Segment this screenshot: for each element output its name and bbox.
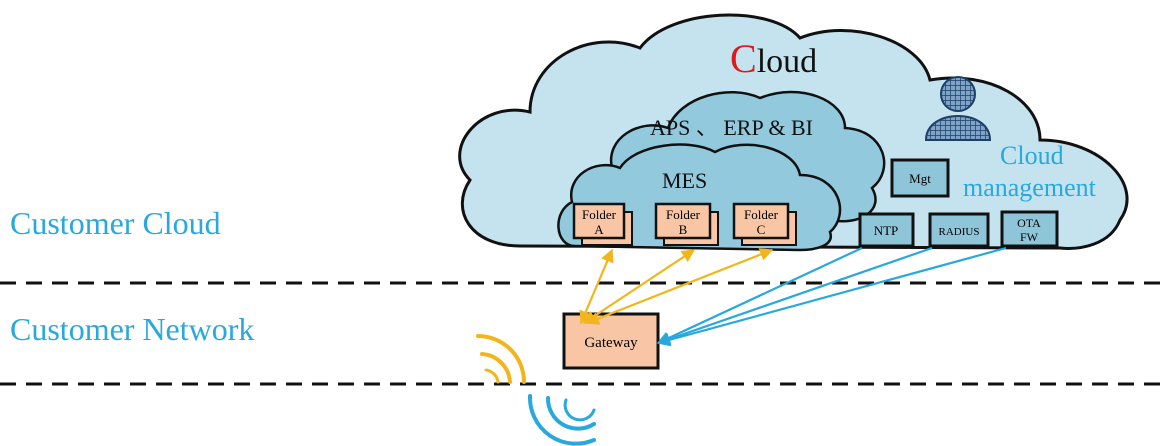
- customer-network-label: Customer Network: [10, 311, 254, 347]
- fw-label: FW: [1020, 230, 1039, 244]
- folder-a-line2: A: [594, 222, 604, 237]
- ota-fw-box-frame: [1000, 210, 1059, 248]
- gateway-box: Gateway: [562, 312, 660, 370]
- cloud-management-line1: Cloud: [1000, 141, 1064, 170]
- arrow-radius-gateway: [656, 246, 933, 346]
- folder-c: Folder C: [732, 202, 797, 246]
- mes-label: MES: [662, 168, 707, 193]
- folder-a-line1: Folder: [582, 207, 617, 222]
- user-icon: [924, 76, 992, 141]
- cloud-management-line2: management: [963, 173, 1097, 202]
- gateway-label: Gateway: [584, 335, 638, 351]
- arrow-gateway-folder-c: [585, 248, 774, 325]
- mgt-box: Mgt: [890, 158, 950, 198]
- arrow-gateway-folder-a: [579, 248, 614, 325]
- folder-c-line1: Folder: [744, 207, 779, 222]
- customer-cloud-label: Customer Cloud: [10, 205, 221, 241]
- cloud-title: Cloud: [730, 36, 817, 81]
- ntp-label: NTP: [874, 223, 899, 238]
- ota-label: OTA: [1017, 216, 1041, 230]
- folder-a: Folder A: [572, 202, 633, 246]
- cloud-title-initial: C: [730, 36, 757, 81]
- radius-box-frame: [928, 212, 990, 248]
- wifi-signal-icon: [476, 334, 596, 446]
- ntp-box-frame: [858, 212, 915, 248]
- apps-label: APS 、 ERP & BI: [650, 115, 813, 140]
- folder-b-line1: Folder: [666, 207, 701, 222]
- service-arrows: [656, 246, 1007, 347]
- cloud-title-rest: loud: [757, 43, 817, 80]
- folder-arrows: [579, 248, 774, 325]
- folder-b-line2: B: [679, 222, 688, 237]
- arrow-ntp-gateway: [656, 247, 863, 344]
- ota-fw-box: OTA FW: [1000, 210, 1059, 248]
- mgt-box-frame: [890, 158, 950, 198]
- arrow-ota-gateway: [656, 246, 1007, 347]
- radius-box: RADIUS: [928, 212, 990, 248]
- folder-c-line2: C: [757, 222, 766, 237]
- folder-c-front: [732, 202, 790, 240]
- folder-a-front: [572, 202, 626, 240]
- ntp-box: NTP: [858, 212, 915, 248]
- radius-label: RADIUS: [939, 226, 980, 238]
- folder-b: Folder B: [654, 202, 719, 246]
- folder-b-front: [654, 202, 712, 240]
- mgt-label: Mgt: [909, 171, 931, 186]
